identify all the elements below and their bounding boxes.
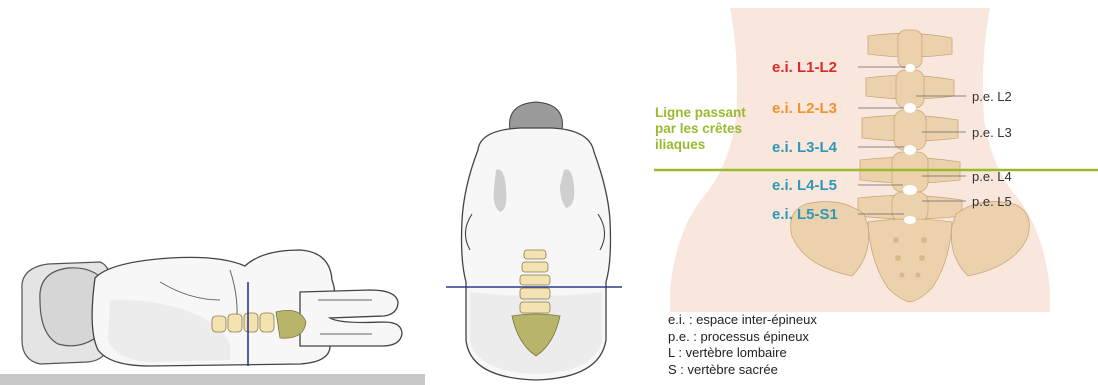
spinous-process-label-l4: p.e. L4 xyxy=(972,170,1012,183)
iliac-crest-label-line: Ligne passant xyxy=(655,105,775,121)
legs xyxy=(300,290,402,346)
interspace-label-l5-s1: e.i. L5-S1 xyxy=(772,207,838,222)
spinous-process-label-l5: p.e. L5 xyxy=(972,195,1012,208)
legend-item: p.e. : processus épineux xyxy=(668,329,817,346)
legend-item: S : vertèbre sacrée xyxy=(668,362,817,379)
interspace-label-l2-l3: e.i. L2-L3 xyxy=(772,101,837,116)
examination-table xyxy=(0,374,425,385)
interspace-label-l1-l2: e.i. L1-L2 xyxy=(772,60,837,75)
spinous-process-label-l2: p.e. L2 xyxy=(972,90,1012,103)
interspace-label-l4-l5: e.i. L4-L5 xyxy=(772,178,837,193)
legend-item: L : vertèbre lombaire xyxy=(668,345,817,362)
lateral-decubitus-illustration xyxy=(0,0,440,385)
interspace-label-l3-l4: e.i. L3-L4 xyxy=(772,140,837,155)
seated-position-illustration xyxy=(440,0,630,385)
abbreviation-legend: e.i. : espace inter-épineux p.e. : proce… xyxy=(668,312,817,378)
iliac-crest-label: Ligne passant par les crêtes iliaques xyxy=(655,105,775,153)
legend-item: e.i. : espace inter-épineux xyxy=(668,312,817,329)
spinous-process-label-l3: p.e. L3 xyxy=(972,126,1012,139)
iliac-crest-label-line: iliaques xyxy=(655,137,775,153)
iliac-crest-label-line: par les crêtes xyxy=(655,121,775,137)
